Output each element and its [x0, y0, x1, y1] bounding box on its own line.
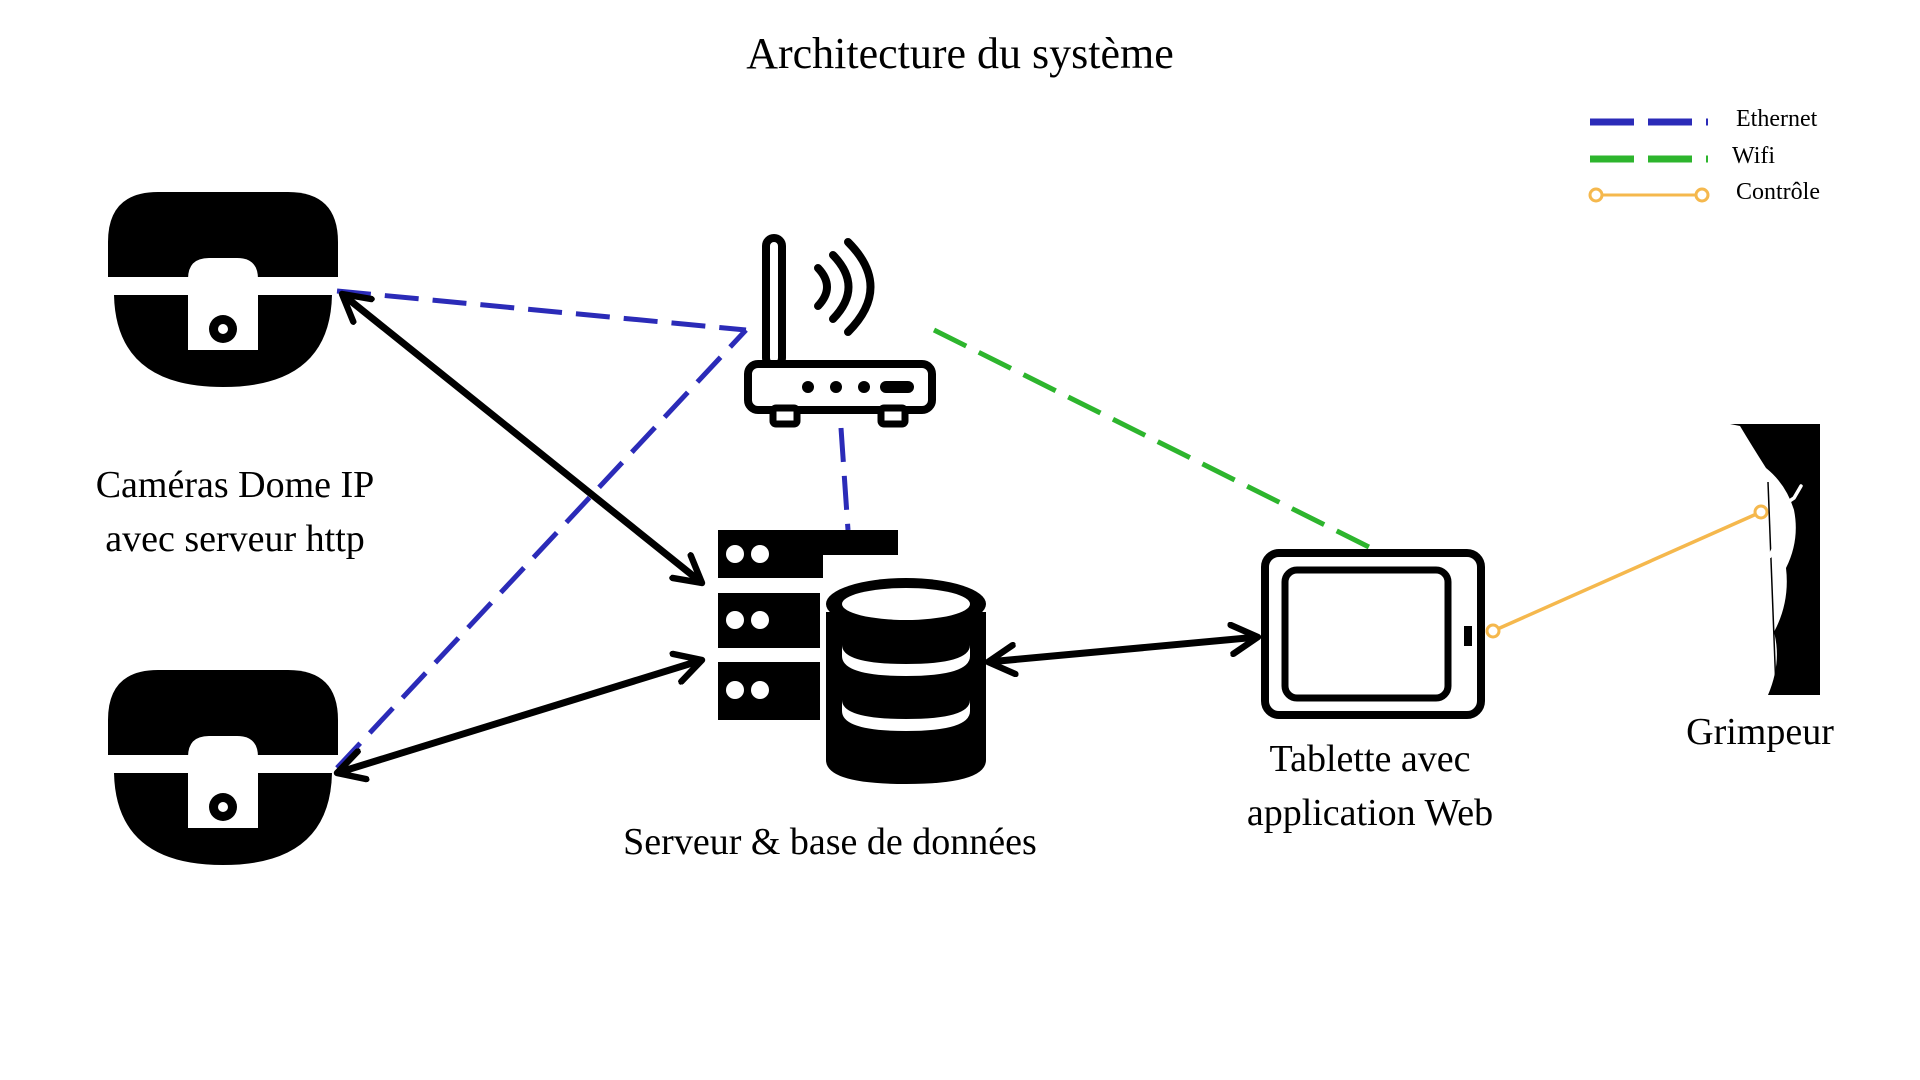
tablet-icon: [1261, 549, 1485, 719]
cameras-label-line2: avec serveur http: [105, 518, 365, 560]
arrow-camera-top-server: [342, 294, 702, 583]
legend: [1588, 118, 1710, 203]
control-link-tablet-climber: [1485, 504, 1769, 639]
climber-label: Grimpeur: [1686, 711, 1834, 753]
ethernet-link-server-router: [838, 427, 851, 531]
legend-ethernet-label: Ethernet: [1736, 106, 1818, 132]
legend-control-label: Contrôle: [1736, 179, 1820, 205]
dome-camera-icon: [108, 670, 338, 865]
tablet-label-line1: Tablette avec: [1269, 738, 1471, 780]
tablet-label: Tablette avec application Web: [1180, 732, 1560, 840]
server-label: Serveur & base de données: [623, 821, 1037, 863]
cameras-label: Caméras Dome IP avec serveur http: [40, 458, 430, 566]
wifi-router-icon: [744, 234, 936, 428]
server-database-icon: [718, 530, 986, 784]
tablet-label-line2: application Web: [1246, 792, 1494, 834]
arrow-camera-bottom-server: [337, 660, 702, 773]
ethernet-link-camera-top-router: [336, 288, 747, 333]
climber-icon: [1730, 424, 1820, 695]
diagram-title: Architecture du système: [746, 29, 1174, 78]
wifi-link-router-tablet: [932, 327, 1377, 553]
arrow-server-tablet: [988, 637, 1258, 662]
legend-control-swatch: [1588, 187, 1710, 203]
dome-camera-icon: [108, 192, 338, 387]
legend-wifi-label: Wifi: [1732, 143, 1776, 169]
cameras-label-line1: Caméras Dome IP: [95, 464, 375, 506]
